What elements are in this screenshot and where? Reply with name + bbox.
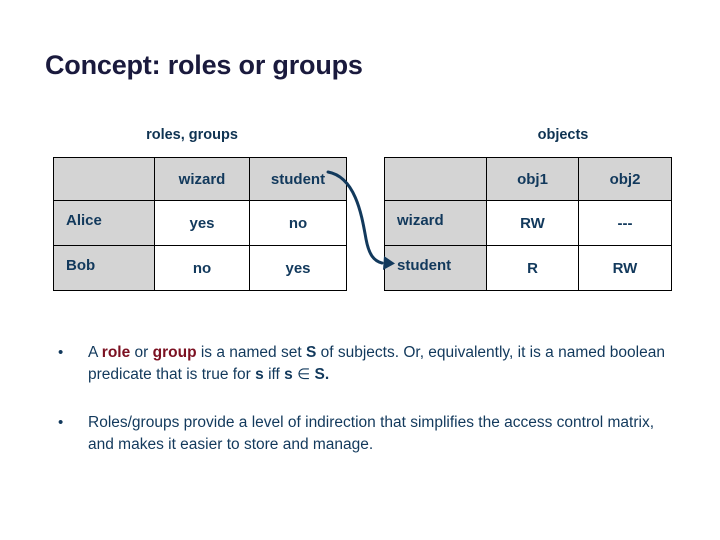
bullet-item-1: • A role or group is a named set S of su… (58, 342, 673, 386)
table-header-row: obj1 obj2 (384, 157, 672, 201)
matrix-roles-cell-alice-wizard: yes (154, 200, 250, 246)
matrix-objects-col-header-obj1: obj1 (486, 157, 579, 201)
bullet1-seg-8: iff (263, 366, 285, 383)
matrix-objects-row-label-student: student (397, 256, 452, 274)
matrix-roles-corner-cell (53, 157, 155, 201)
table-row: Bob no yes (53, 245, 347, 291)
access-control-matrix: obj1 obj2 wizard RW --- student R RW (384, 157, 672, 291)
matrix-objects-row-header-student: student (384, 245, 487, 291)
bullet-text-2: Roles/groups provide a level of indirect… (88, 414, 655, 453)
bullet-item-2: • Roles/groups provide a level of indire… (58, 412, 673, 456)
table-row: Alice yes no (53, 200, 347, 246)
matrix-objects-row-header-wizard: wizard (384, 200, 487, 246)
bullet1-symbol-set-s: S (305, 344, 317, 361)
table-header-row: wizard student (53, 157, 347, 201)
matrix-objects-cell-wizard-obj1: RW (486, 200, 579, 246)
bullet1-symbol-s-lower-a: s (255, 366, 264, 383)
roles-groups-caption: roles, groups (146, 127, 238, 143)
matrix-objects-cell-student-obj2: RW (578, 245, 672, 291)
matrix-roles-cell-bob-wizard: no (154, 245, 250, 291)
bullet-marker-icon: • (58, 344, 64, 361)
page-title: Concept: roles or groups (45, 50, 363, 80)
matrix-roles-row-header-alice: Alice (53, 200, 155, 246)
table-row: student R RW (384, 245, 672, 291)
bullet1-seg-0: A (88, 344, 102, 361)
bullet-marker-icon: • (58, 414, 64, 431)
bullet1-keyword-group: group (152, 344, 197, 361)
bullet1-seg-2: or (130, 344, 153, 361)
matrix-objects-cell-wizard-obj2: --- (578, 200, 672, 246)
bullet1-seg-6: of subjects. Or, equivalently, it is a n… (88, 344, 665, 383)
matrix-roles-cell-bob-student: yes (249, 245, 347, 291)
matrix-objects-col-header-obj2: obj2 (578, 157, 672, 201)
matrix-roles-col-header-student: student (249, 157, 347, 201)
matrix-roles-row-label-bob: Bob (66, 256, 96, 274)
matrix-roles-row-header-bob: Bob (53, 245, 155, 291)
bullet1-symbol-s-lower-b: s (284, 366, 293, 383)
bullet1-seg-4: is a named set (196, 344, 306, 361)
matrix-roles-row-label-alice: Alice (66, 211, 102, 229)
matrix-objects-cell-student-obj1: R (486, 245, 579, 291)
bullet1-keyword-role: role (101, 344, 131, 361)
matrix-roles-cell-alice-student: no (249, 200, 347, 246)
objects-caption: objects (537, 127, 589, 143)
bullet1-symbol-set-s-end: S. (314, 366, 330, 383)
roles-groups-matrix: wizard student Alice yes no Bob no yes (53, 157, 347, 291)
bullet-text-1: A role or group is a named set S of subj… (88, 342, 673, 386)
element-of-icon: ∈ (297, 366, 311, 383)
matrix-roles-col-header-wizard: wizard (154, 157, 250, 201)
table-row: wizard RW --- (384, 200, 672, 246)
matrix-objects-corner-cell (384, 157, 487, 201)
matrix-objects-row-label-wizard: wizard (397, 211, 444, 229)
